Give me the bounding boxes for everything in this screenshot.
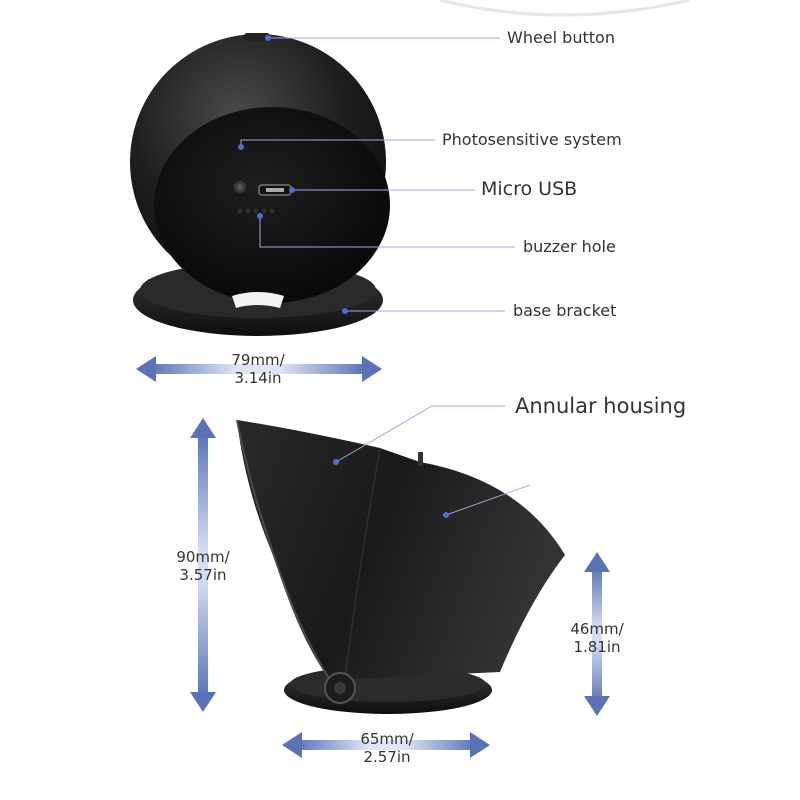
dim-height-total: 90mm/ 3.57in [160,548,246,584]
side-view-device [236,419,565,714]
buzzer-holes [237,208,275,214]
label-buzzer-hole: buzzer hole [523,237,616,256]
width-arrow-front [136,356,382,382]
annular-housing-shape [237,420,565,680]
label-base-bracket: base bracket [513,301,617,320]
dim-width-front-imperial: 3.14in [234,369,282,387]
background-arc [439,0,691,17]
dim-height-front: 46mm/ 1.81in [554,620,640,656]
dim-depth-base-imperial: 2.57in [363,748,411,766]
dim-depth-base: 65mm/ 2.57in [344,730,430,766]
dim-width-front-metric: 79mm/ [231,351,285,369]
dim-height-total-metric: 90mm/ [176,548,230,566]
label-wheel-button: Wheel button [507,28,615,47]
dim-height-front-imperial: 1.81in [573,638,621,656]
height-arrow-total [190,418,216,712]
label-photosensitive-system: Photosensitive system [442,130,622,149]
dim-height-total-imperial: 3.57in [179,566,227,584]
label-annular-housing: Annular housing [515,394,687,418]
callout-dots [238,35,449,518]
sphere-front-face [154,107,390,303]
dim-height-front-metric: 46mm/ [570,620,624,638]
height-arrow-front [584,552,610,716]
label-micro-usb: Micro USB [481,178,578,200]
depth-arrow-base [282,732,490,758]
dim-width-front: 79mm/ 3.14in [218,351,298,387]
front-view-device [130,33,390,336]
dim-depth-base-metric: 65mm/ [360,730,414,748]
wheel-button-shape [244,33,270,41]
